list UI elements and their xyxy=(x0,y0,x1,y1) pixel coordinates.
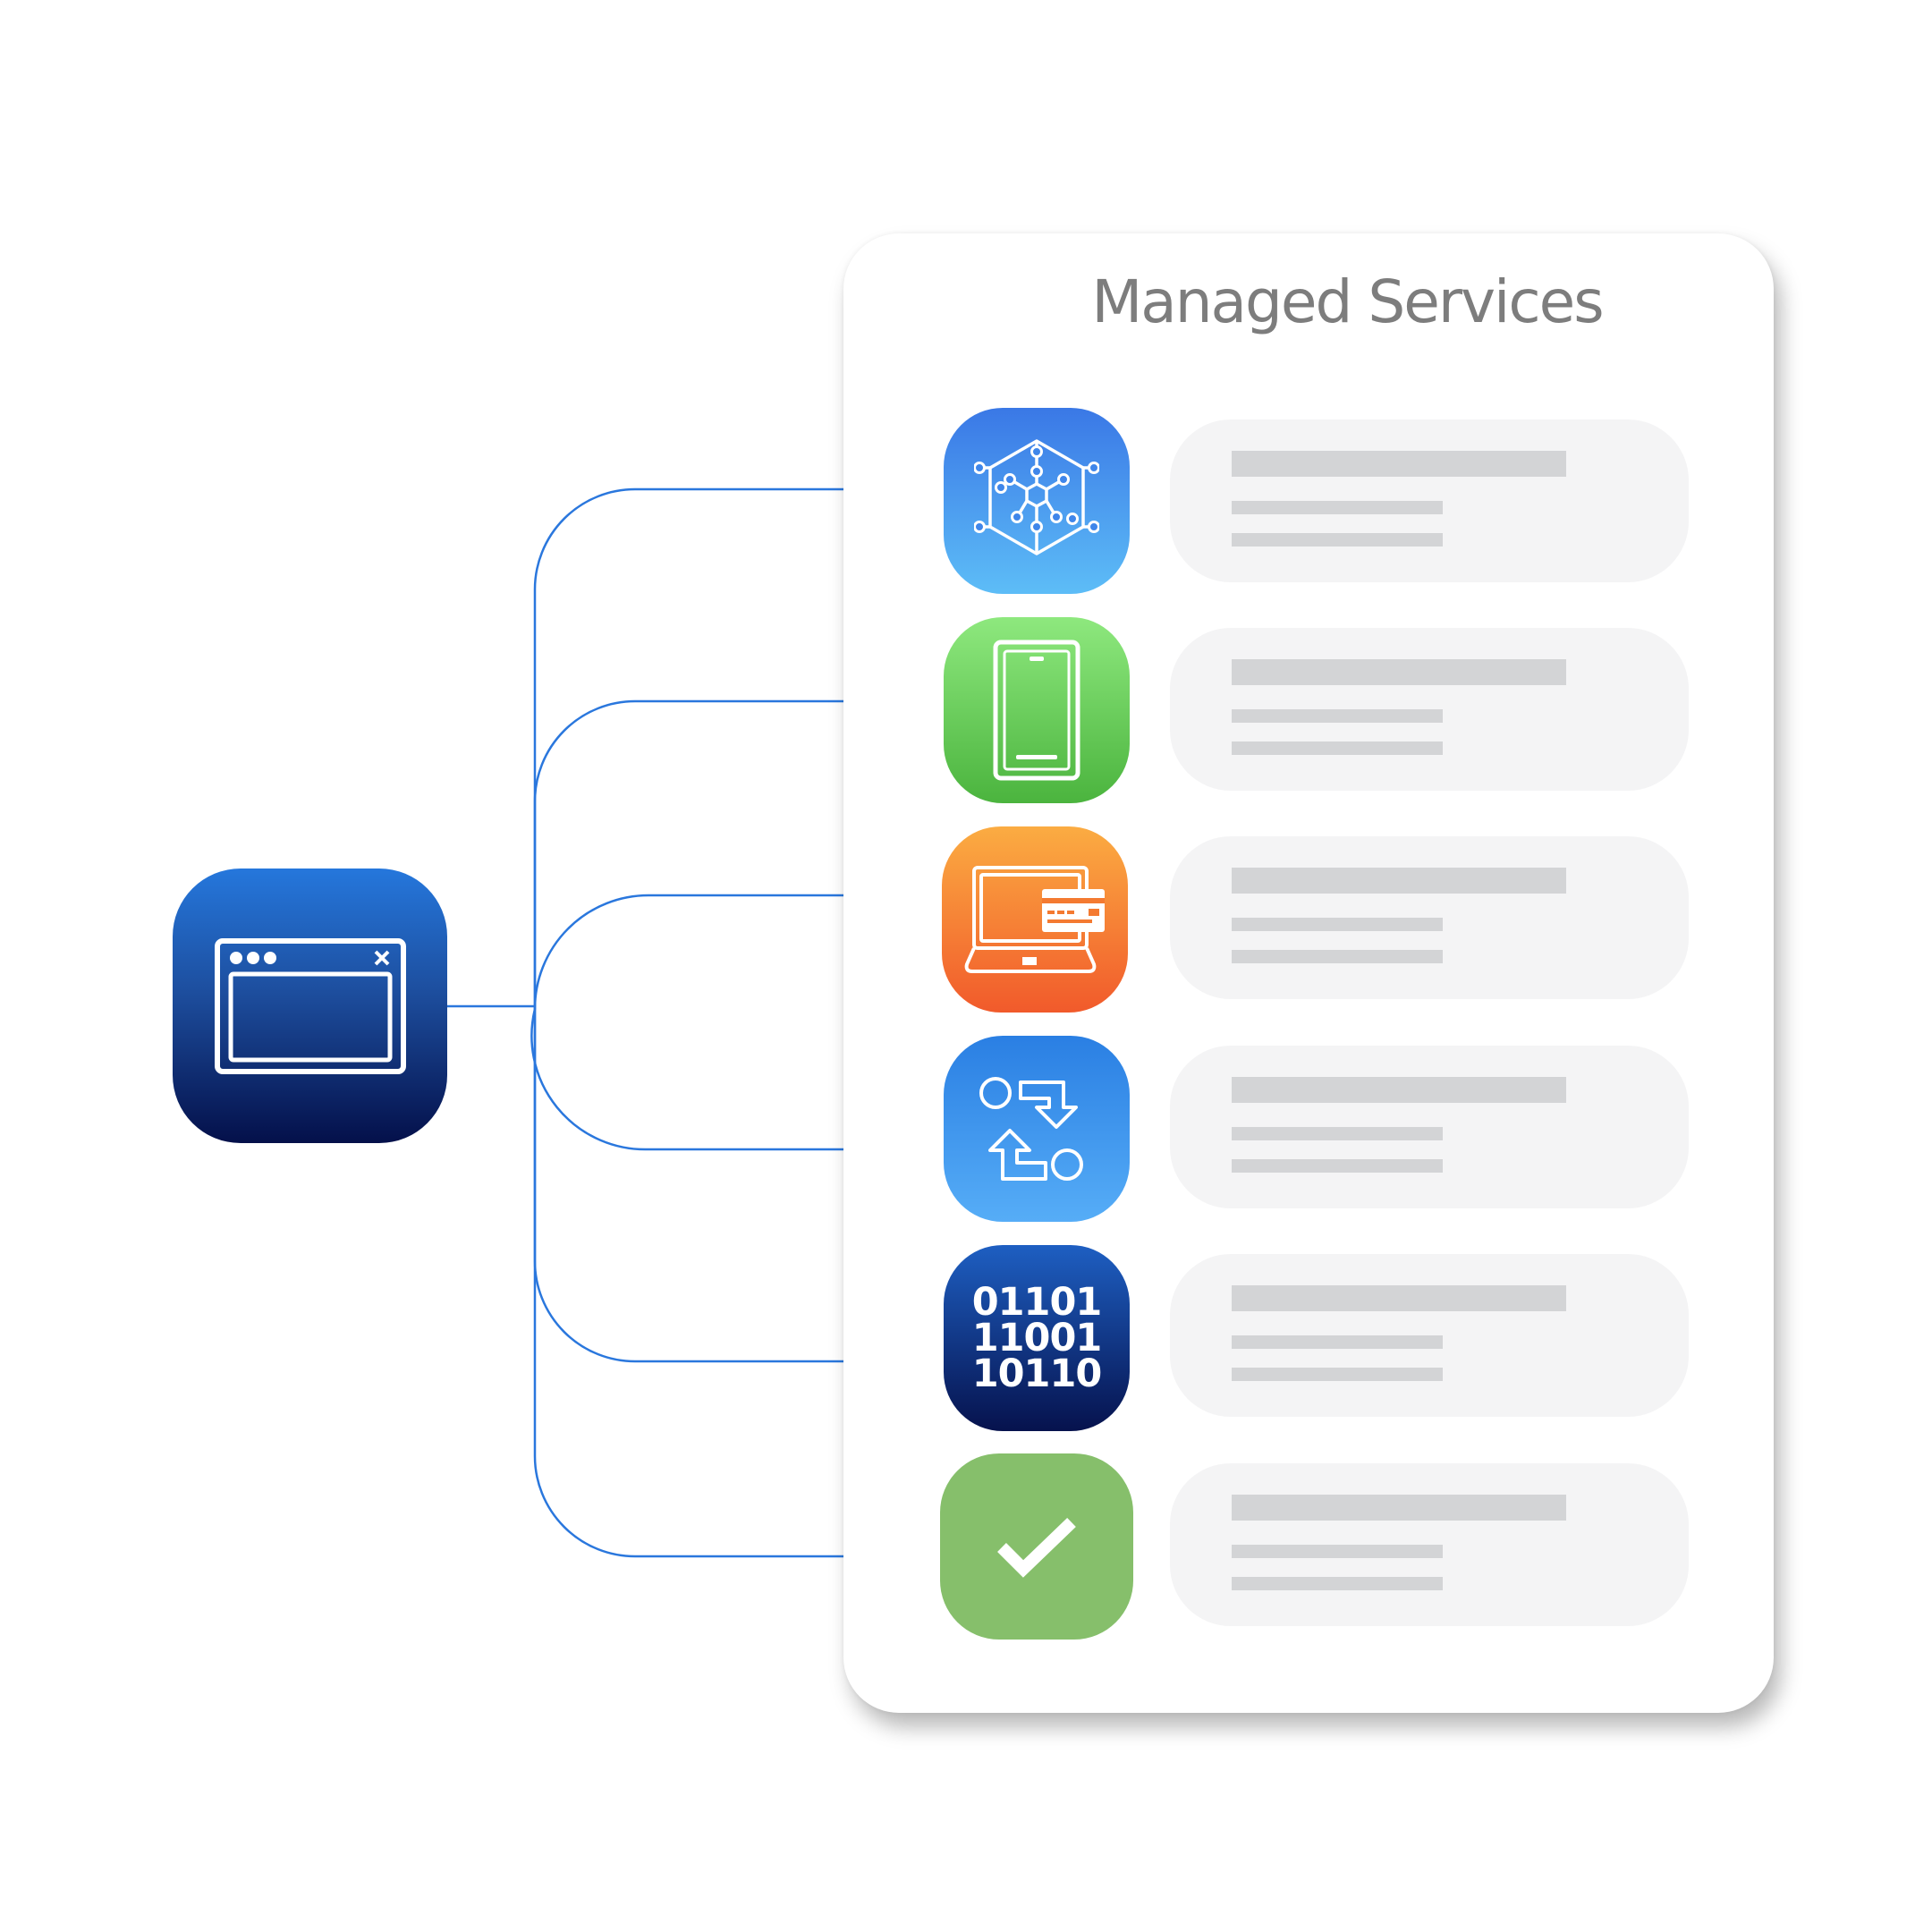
connector-6 xyxy=(533,1006,843,1558)
connector-3 xyxy=(530,894,843,1151)
service-icon-tile-2 xyxy=(944,617,1130,803)
placeholder-text-line xyxy=(1232,950,1443,963)
placeholder-text-line xyxy=(1232,1159,1443,1173)
connector-2 xyxy=(533,699,843,1006)
connector-5 xyxy=(533,1006,843,1363)
checkmark-icon xyxy=(997,1517,1076,1578)
placeholder-title-bar xyxy=(1232,1077,1566,1103)
placeholder-title-bar xyxy=(1232,1495,1566,1521)
placeholder-title-bar xyxy=(1232,868,1566,894)
placeholder-text-line xyxy=(1232,533,1443,547)
service-panel-6 xyxy=(1170,1463,1689,1626)
placeholder-text-line xyxy=(1232,1577,1443,1590)
binary-row: 01101 xyxy=(971,1280,1103,1325)
placeholder-text-line xyxy=(1232,918,1443,931)
placeholder-text-line xyxy=(1232,1335,1443,1349)
laptop-payment-icon xyxy=(964,866,1105,973)
binary-row: 10110 xyxy=(971,1352,1103,1396)
binary-row: 11001 xyxy=(971,1316,1103,1360)
placeholder-text-line xyxy=(1232,501,1443,514)
network-hexagon-icon xyxy=(974,439,1099,555)
source-app-tile xyxy=(173,869,447,1143)
connector-1 xyxy=(533,487,843,1006)
binary-code-icon: 01101 11001 10110 xyxy=(971,1280,1103,1396)
smartphone-icon xyxy=(993,640,1080,781)
placeholder-title-bar xyxy=(1232,1285,1566,1311)
placeholder-text-line xyxy=(1232,1368,1443,1381)
placeholder-title-bar xyxy=(1232,451,1566,477)
service-panel-2 xyxy=(1170,628,1689,791)
placeholder-text-line xyxy=(1232,741,1443,755)
service-icon-tile-6 xyxy=(940,1453,1133,1640)
placeholder-text-line xyxy=(1232,1545,1443,1558)
workflow-arrows-icon xyxy=(979,1077,1083,1181)
placeholder-text-line xyxy=(1232,1127,1443,1140)
service-icon-tile-5: 01101 11001 10110 xyxy=(944,1245,1130,1431)
managed-services-card: Managed Services xyxy=(843,233,1774,1713)
placeholder-text-line xyxy=(1232,709,1443,723)
browser-window-icon xyxy=(214,937,406,1074)
service-panel-3 xyxy=(1170,836,1689,999)
service-panel-4 xyxy=(1170,1046,1689,1208)
service-icon-tile-1 xyxy=(944,408,1130,594)
service-panel-5 xyxy=(1170,1254,1689,1417)
service-panel-1 xyxy=(1170,419,1689,582)
service-icon-tile-3 xyxy=(942,826,1128,1013)
service-icon-tile-4 xyxy=(944,1036,1130,1222)
placeholder-title-bar xyxy=(1232,659,1566,685)
card-title: Managed Services xyxy=(1091,267,1604,336)
